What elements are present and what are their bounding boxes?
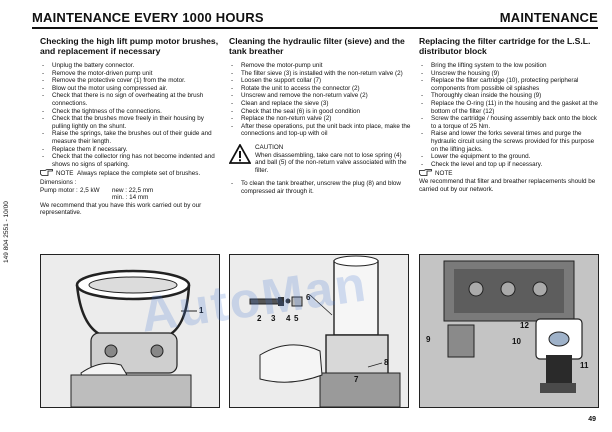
list-item: Remove the motor-driven pump unit <box>40 70 223 78</box>
callout-4: 4 <box>286 314 291 323</box>
list-item: Remove the protective cover (1) from the… <box>40 77 223 85</box>
motor-illustration <box>41 255 219 407</box>
callout-11: 11 <box>580 361 589 370</box>
brushes-steps: Unplug the battery connector. Remove the… <box>40 62 223 168</box>
warning-triangle-icon <box>229 143 251 164</box>
filter-steps: Remove the motor-pump unit The filter si… <box>229 62 412 138</box>
list-item: Replace the non-return valve (2) <box>229 115 412 123</box>
callout-9: 9 <box>426 335 431 344</box>
list-item: Lower the equipment to the ground. <box>419 153 602 161</box>
list-item: Check the level and top up if necessary. <box>419 161 602 169</box>
section-title: MAINTENANCE <box>499 10 598 25</box>
note: NOTE Always replace the complete set of … <box>40 169 223 178</box>
dimensions-block: Dimensions : Pump motor : 2,5 kW new : 2… <box>40 179 223 202</box>
list-item: The filter sieve (3) is installed with t… <box>229 70 412 78</box>
lsl-heading: Replacing the filter cartridge for the L… <box>419 36 591 56</box>
list-item: After these operations, put the unit bac… <box>229 123 412 138</box>
note-label: NOTE <box>56 170 74 178</box>
list-item: Bring the lifting system to the low posi… <box>419 62 602 70</box>
list-item: Unplug the battery connector. <box>40 62 223 70</box>
page-title: MAINTENANCE EVERY 1000 HOURS <box>32 10 264 25</box>
callout-8: 8 <box>384 358 389 367</box>
note-text: We recommend that filter and breather re… <box>419 177 596 193</box>
list-item: Raise the springs, take the brushes out … <box>40 130 223 145</box>
callout-2: 2 <box>257 314 262 323</box>
brushes-heading: Checking the high lift pump motor brushe… <box>40 36 219 56</box>
callout-1: 1 <box>199 306 204 315</box>
lsl-steps: Bring the lifting system to the low posi… <box>419 62 602 168</box>
document-code: 149 804 2551 - 10/00 <box>3 201 10 263</box>
dimension-cell <box>40 194 80 202</box>
list-item: Rotate the unit to access the connector … <box>229 85 412 93</box>
list-item: Thoroughly clean inside the housing (9) <box>419 92 602 100</box>
list-item: Check that the brushes move freely in th… <box>40 115 223 130</box>
filter-heading: Cleaning the hydraulic filter (sieve) an… <box>229 36 405 56</box>
hydraulic-unit-illustration <box>230 255 408 407</box>
list-item: Screw the cartridge / housing assembly b… <box>419 115 602 130</box>
list-item: Remove the motor-pump unit <box>229 62 412 70</box>
callout-10: 10 <box>512 337 521 346</box>
pointing-hand-icon <box>419 169 432 177</box>
dimension-cell: new : 22,5 mm <box>112 186 154 194</box>
note-label: NOTE <box>435 170 453 178</box>
callout-12: 12 <box>520 321 529 330</box>
list-item: Raise and lower the forks several times … <box>419 130 602 153</box>
recommendation-text: We recommend that you have this work car… <box>40 201 202 217</box>
dimensions-row: Pump motor : 2,5 kW new : 22,5 mm <box>40 187 223 195</box>
list-item: Check that the seal (6) is in good condi… <box>229 108 412 116</box>
figure-motor-brushes: 1 <box>40 254 220 408</box>
list-item: Check the tightness of the connections. <box>40 108 223 116</box>
column-hydraulic-filter: Cleaning the hydraulic filter (sieve) an… <box>229 36 412 196</box>
pointing-hand-icon <box>40 169 53 177</box>
list-item: Check that the collector ring has not be… <box>40 153 223 168</box>
callout-5: 5 <box>294 314 299 323</box>
dimensions-label: Dimensions : <box>40 178 77 186</box>
dimension-cell <box>80 194 112 202</box>
page-number: 49 <box>588 416 596 423</box>
note: NOTE We recommend that filter and breath… <box>419 169 602 193</box>
caution-box: CAUTION When disassembling, take care no… <box>229 143 412 174</box>
list-item: Unscrew the housing (9) <box>419 70 602 78</box>
list-item: To clean the tank breather, unscrew the … <box>229 180 412 195</box>
callout-3: 3 <box>271 314 276 323</box>
caution-text: When disassembling, take care not to los… <box>255 151 407 174</box>
list-item: Clean and replace the sieve (3) <box>229 100 412 108</box>
dimensions-row: min. : 14 mm <box>40 194 223 202</box>
figure-lsl-filter: 9 10 11 12 <box>419 254 599 408</box>
callout-6: 6 <box>306 293 311 302</box>
dimension-cell: Pump motor : <box>40 186 78 194</box>
list-item: Check that there is no sign of overheati… <box>40 92 223 107</box>
header-rule <box>32 27 598 29</box>
distributor-block-illustration <box>420 255 598 407</box>
column-lsl-filter: Replacing the filter cartridge for the L… <box>419 36 602 193</box>
caution-content: CAUTION When disassembling, take care no… <box>255 144 412 174</box>
column-brushes: Checking the high lift pump motor brushe… <box>40 36 223 217</box>
list-item: Replace the O-ring (11) in the housing a… <box>419 100 602 115</box>
note-text: Always replace the complete set of brush… <box>77 170 201 178</box>
list-item: Replace them if necessary. <box>40 146 223 154</box>
list-item: Unscrew and remove the non-return valve … <box>229 92 412 100</box>
dimension-cell: 2,5 kW <box>80 186 100 194</box>
list-item: Blow out the motor using compressed air. <box>40 85 223 93</box>
caution-label: CAUTION <box>255 143 284 151</box>
dimension-cell: min. : 14 mm <box>112 194 149 202</box>
figure-hydraulic-filter: 2 3 4 5 6 7 8 <box>229 254 409 408</box>
list-item: Replace the filter cartridge (10), prote… <box>419 77 602 92</box>
list-item: Loosen the support collar (7) <box>229 77 412 85</box>
callout-7: 7 <box>354 375 359 384</box>
breather-steps: To clean the tank breather, unscrew the … <box>229 180 412 195</box>
